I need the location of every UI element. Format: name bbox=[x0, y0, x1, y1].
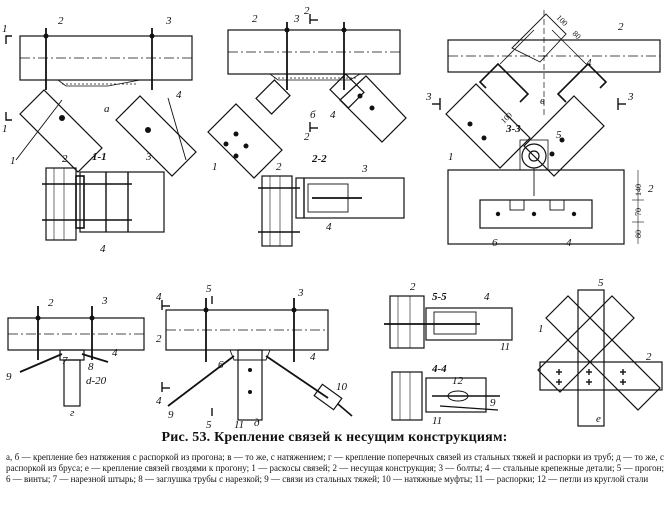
marker-1-bottom: 1 bbox=[2, 123, 8, 135]
view-v-drawing bbox=[445, 10, 661, 177]
view-b-drawing bbox=[207, 22, 407, 179]
view-g-label-d20: d-20 bbox=[86, 375, 107, 387]
view-a-label-1: 1 bbox=[10, 155, 16, 167]
dim-140: 140 bbox=[634, 184, 643, 196]
sec55-label-11: 11 bbox=[500, 341, 510, 353]
view-d-label-4: 4 bbox=[310, 351, 316, 363]
bolt-markers bbox=[35, 27, 577, 394]
sec55-label-2: 2 bbox=[410, 281, 416, 293]
view-a-label-2: 2 bbox=[58, 15, 64, 27]
section-3-3-plate bbox=[447, 169, 625, 245]
view-g-label-8: 8 bbox=[88, 361, 94, 373]
marker-4-top: 4 bbox=[156, 291, 162, 303]
sec22-label-3: 3 bbox=[361, 163, 368, 175]
view-d-drawing bbox=[165, 298, 353, 421]
section-title-1-1: 1-1 bbox=[92, 151, 107, 163]
view-d-label-6: 6 bbox=[218, 359, 224, 371]
view-g-label-2: 2 bbox=[48, 297, 54, 309]
figure-caption: Рис. 53. Крепление связей к несущим конс… bbox=[161, 430, 508, 445]
view-a-brace-left bbox=[19, 89, 103, 173]
sec22-label-2: 2 bbox=[276, 161, 282, 173]
view-e-brace-1 bbox=[545, 295, 661, 411]
view-label-b: б bbox=[310, 109, 316, 121]
view-g-label-9: 9 bbox=[6, 371, 12, 383]
section-1-1-drawing bbox=[42, 167, 165, 241]
view-e-purlin bbox=[539, 361, 663, 391]
dim-70: 70 bbox=[634, 208, 643, 216]
sec11-label-4: 4 bbox=[100, 243, 106, 255]
sec55-label-4: 4 bbox=[484, 291, 490, 303]
view-v-label-1: 1 bbox=[448, 151, 454, 163]
marker-2-top: 2 bbox=[304, 5, 310, 17]
view-g-label-4: 4 bbox=[112, 347, 118, 359]
sec33-label-2: 2 bbox=[648, 183, 654, 195]
view-e-brace-2 bbox=[537, 295, 635, 393]
view-d-label-2: 2 bbox=[156, 333, 162, 345]
view-label-d: д bbox=[254, 417, 260, 429]
view-label-v: в bbox=[540, 95, 545, 107]
sec44-label-9: 9 bbox=[490, 397, 496, 409]
view-v-label-2: 2 bbox=[618, 21, 624, 33]
view-d-label-11: 11 bbox=[234, 419, 244, 430]
marker-3-right: 3 bbox=[627, 91, 634, 103]
section-title-2-2: 2-2 bbox=[311, 153, 327, 165]
section-title-5-5: 5-5 bbox=[432, 291, 447, 303]
view-v-brace-right bbox=[523, 95, 605, 177]
view-a-brace-right bbox=[115, 95, 197, 177]
section-3-3-drawing bbox=[447, 139, 644, 245]
view-e-label-5: 5 bbox=[598, 277, 604, 289]
view-g-label-7: 7 bbox=[62, 355, 68, 367]
view-v-brace-left bbox=[445, 83, 531, 169]
view-d-label-9: 9 bbox=[168, 409, 174, 421]
view-label-e: е bbox=[596, 413, 601, 425]
dim-80: 80 bbox=[634, 230, 643, 238]
marker-4-bottom: 4 bbox=[156, 395, 162, 407]
dim-100-top: 100 bbox=[555, 13, 570, 28]
marker-1-top: 1 bbox=[2, 23, 8, 35]
view-g-drawing bbox=[7, 306, 145, 407]
section-5-5-drawing bbox=[384, 295, 513, 349]
view-b-label-4: 4 bbox=[330, 109, 336, 121]
view-a-label-3: 3 bbox=[165, 15, 172, 27]
view-v-label-4: 4 bbox=[586, 57, 592, 69]
sec22-label-4: 4 bbox=[326, 221, 332, 233]
view-b-label-2: 2 bbox=[252, 13, 258, 25]
view-label-a: а bbox=[104, 103, 110, 115]
sec44-label-11: 11 bbox=[432, 415, 442, 427]
view-a-label-4: 4 bbox=[176, 89, 182, 101]
view-e-label-1: 1 bbox=[538, 323, 544, 335]
view-label-g: г bbox=[70, 407, 75, 419]
view-d-label-10: 10 bbox=[336, 381, 348, 393]
section-title-4-4: 4-4 bbox=[431, 363, 447, 375]
section-4-4-drawing bbox=[391, 371, 500, 421]
view-b-label-1: 1 bbox=[212, 161, 218, 173]
figure-legend: а, б — крепление без натяжения с распорк… bbox=[6, 452, 664, 484]
fastening-drawings: а б в г д е 1-1 2-2 3-3 5-5 4-4 1 1 2 2 … bbox=[2, 5, 663, 430]
sec11-label-3: 3 bbox=[145, 151, 152, 163]
sec33-label-5: 5 bbox=[556, 129, 562, 141]
view-b-brace-left bbox=[207, 103, 283, 179]
sec44-label-12: 12 bbox=[452, 375, 464, 387]
view-e-label-2: 2 bbox=[646, 351, 652, 363]
dim-80-top: 80 bbox=[571, 29, 583, 41]
view-g-pipe-strut bbox=[63, 359, 81, 407]
sec11-label-2: 2 bbox=[62, 153, 68, 165]
view-e-drawing bbox=[537, 289, 663, 427]
view-a-drawing bbox=[15, 28, 197, 177]
sec33-label-6: 6 bbox=[492, 237, 498, 249]
section-markers bbox=[5, 14, 626, 416]
marker-5-top: 5 bbox=[206, 283, 212, 295]
section-2-2-drawing bbox=[258, 175, 405, 247]
view-g-label-3: 3 bbox=[101, 295, 108, 307]
view-d-label-3: 3 bbox=[297, 287, 304, 299]
marker-3-left: 3 bbox=[425, 91, 432, 103]
view-b-label-3: 3 bbox=[293, 13, 300, 25]
marker-2-bottom: 2 bbox=[304, 131, 310, 143]
marker-5-bottom: 5 bbox=[206, 419, 212, 430]
view-d-timber-strut bbox=[237, 349, 263, 421]
view-e-post bbox=[577, 289, 605, 427]
view-b-brace-right bbox=[339, 75, 407, 143]
sec33-label-4: 4 bbox=[566, 237, 572, 249]
section-title-3-3: 3-3 bbox=[505, 123, 521, 135]
